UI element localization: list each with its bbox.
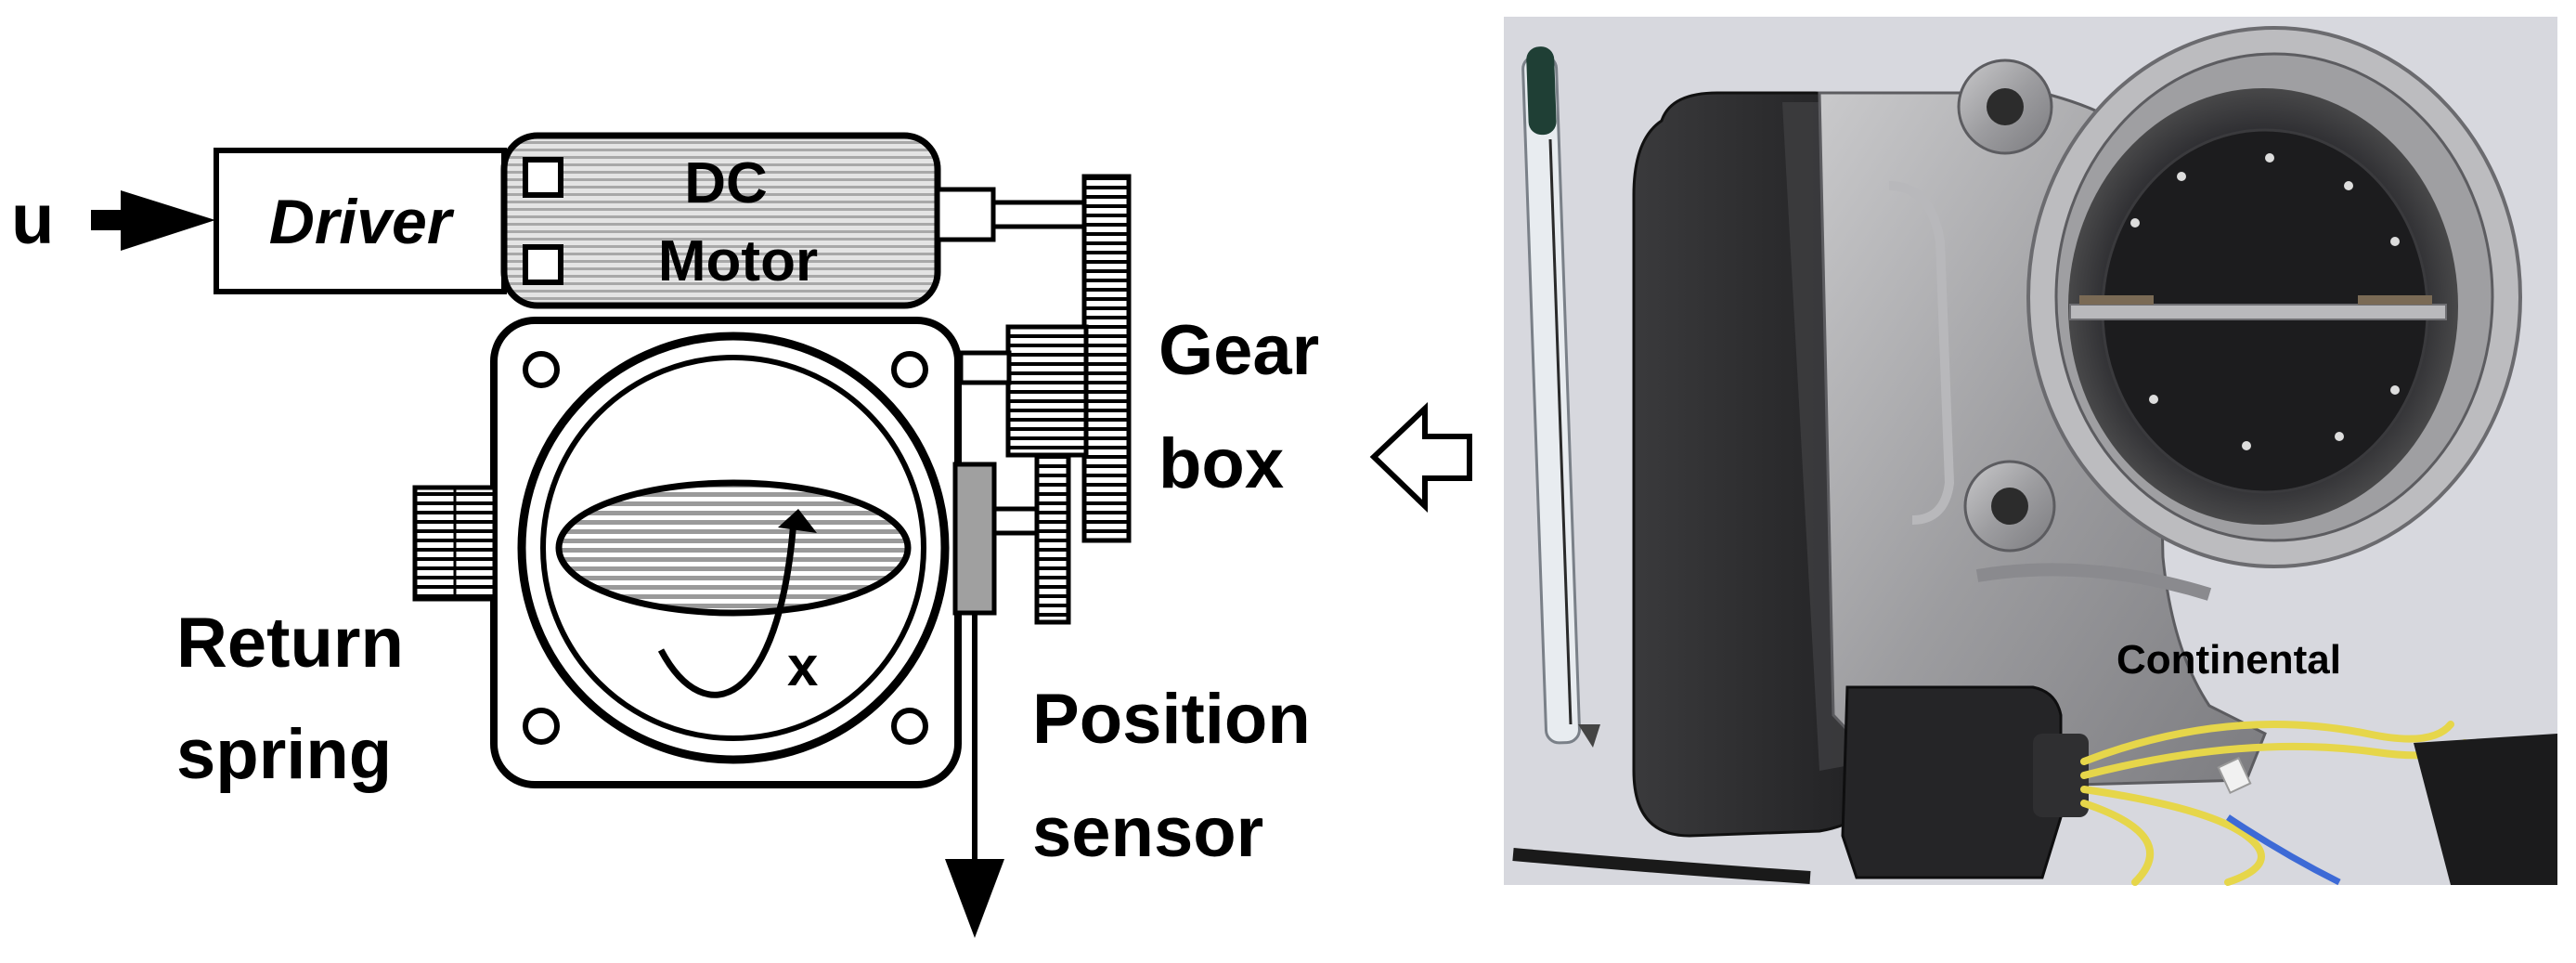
sensor-label-sensor: sensor — [1032, 793, 1263, 872]
motor-terminal-bottom — [523, 244, 563, 285]
motor-label-dc: DC — [684, 151, 768, 215]
embossed-text: Continental — [2116, 637, 2341, 683]
motor-shaft — [990, 200, 1089, 229]
photo-to-diagram-arrow — [1369, 402, 1472, 514]
angle-label: x — [787, 635, 818, 697]
input-arrow — [91, 190, 215, 251]
motor-shaft-coupler — [935, 187, 996, 242]
gear-intermediate — [1005, 324, 1089, 458]
gear-sector-bottom — [1034, 452, 1071, 625]
rotation-arrow-head — [778, 509, 817, 533]
motor-label-motor: Motor — [658, 229, 818, 293]
position-sensor — [952, 462, 997, 616]
return-spring — [412, 485, 498, 602]
gear-axle-top — [958, 350, 1012, 385]
rotation-arrow — [657, 519, 797, 698]
spring-label-return: Return — [176, 604, 404, 683]
housing-bolt-tr — [891, 351, 928, 388]
throttle-body-photo: Continental — [1504, 17, 2557, 886]
input-label: u — [11, 180, 54, 259]
housing-bolt-bl — [523, 708, 560, 745]
photo-throttle-shaft — [2069, 304, 2447, 320]
gear-pinion-top — [1081, 174, 1132, 543]
background-object — [2414, 734, 2557, 885]
gearbox-label-box: box — [1159, 424, 1284, 503]
pen — [1521, 46, 1600, 748]
motor-terminal-top — [523, 157, 563, 198]
housing-bolt-tl — [523, 351, 560, 388]
sensor-label-position: Position — [1032, 680, 1311, 759]
electrical-connector — [1841, 685, 2063, 879]
driver-label: Driver — [269, 187, 455, 257]
spring-label-spring: spring — [176, 715, 392, 794]
housing-bolt-br — [891, 708, 928, 745]
gearbox-label-gear: Gear — [1159, 311, 1319, 390]
sensor-output-arrow — [945, 859, 1004, 938]
